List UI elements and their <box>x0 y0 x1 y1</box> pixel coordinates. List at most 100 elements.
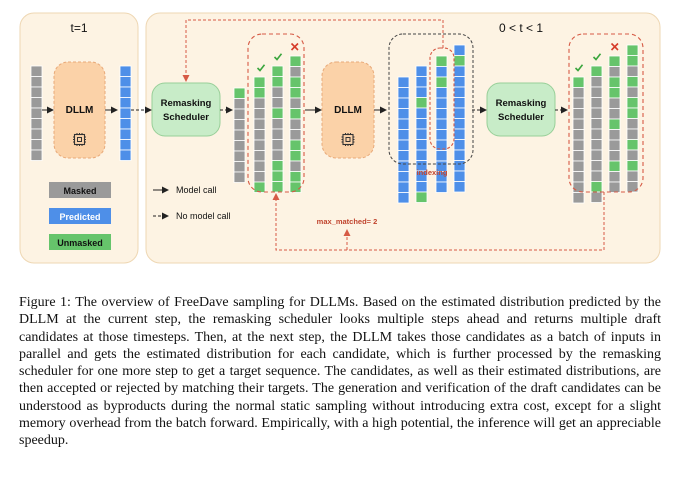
token-masked <box>30 65 43 77</box>
token-masked <box>590 76 603 88</box>
token-unmasked <box>271 160 284 172</box>
token-masked <box>271 139 284 151</box>
token-masked <box>572 150 585 162</box>
legend-label-unmasked: Unmasked <box>57 238 103 248</box>
token-masked <box>608 97 621 109</box>
legend-swatch-masked <box>49 182 111 198</box>
token-unmasked <box>271 76 284 88</box>
token-masked <box>590 107 603 119</box>
token-unmasked <box>626 107 639 119</box>
token-unmasked <box>289 55 302 67</box>
token-predicted <box>119 118 132 130</box>
legend: Masked Predicted Unmasked Model call No … <box>49 182 231 250</box>
panel-t1-label: t=1 <box>70 21 87 35</box>
token-masked <box>233 119 246 131</box>
token-masked <box>608 129 621 141</box>
token-predicted <box>453 181 466 193</box>
token-unmasked <box>289 139 302 151</box>
legend-label-predicted: Predicted <box>59 212 100 222</box>
token-unmasked <box>271 107 284 119</box>
token-predicted <box>453 107 466 119</box>
token-masked <box>289 160 302 172</box>
token-column <box>435 55 448 193</box>
token-unmasked <box>626 44 639 56</box>
token-column <box>397 76 410 204</box>
token-columns <box>30 44 639 204</box>
token-unmasked <box>435 55 448 67</box>
scheduler-label-line2: Scheduler <box>163 112 209 123</box>
token-masked <box>271 128 284 140</box>
token-predicted <box>415 128 428 140</box>
token-masked <box>289 118 302 130</box>
token-predicted <box>435 181 448 193</box>
token-predicted <box>397 139 410 151</box>
token-masked <box>626 86 639 98</box>
token-predicted <box>415 118 428 130</box>
arrow-top-feedback <box>182 19 444 82</box>
caption-prefix: Figure 1: <box>19 295 71 310</box>
token-masked <box>30 76 43 88</box>
legend-label-no-model-call: No model call <box>176 211 231 221</box>
token-unmasked <box>289 171 302 183</box>
token-predicted <box>119 139 132 151</box>
token-masked <box>233 108 246 120</box>
token-unmasked <box>626 160 639 172</box>
remasking-scheduler-1: Remasking Scheduler <box>151 82 221 137</box>
token-masked <box>626 65 639 77</box>
token-masked <box>30 107 43 119</box>
token-masked <box>572 97 585 109</box>
check-icon <box>574 64 584 72</box>
token-column <box>289 55 302 193</box>
token-column <box>572 76 585 204</box>
token-masked <box>30 97 43 109</box>
token-predicted <box>397 181 410 193</box>
max-matched-label: max_matched= 2 <box>317 217 378 226</box>
token-masked <box>608 139 621 151</box>
token-masked <box>626 118 639 130</box>
token-column <box>119 65 132 161</box>
token-predicted <box>397 76 410 88</box>
token-masked <box>590 139 603 151</box>
token-unmasked <box>626 76 639 88</box>
token-masked <box>572 160 585 172</box>
token-predicted <box>397 97 410 109</box>
token-masked <box>590 191 603 203</box>
token-unmasked <box>572 76 585 88</box>
dllm-block-2: DLLM <box>321 61 375 159</box>
token-masked <box>253 150 266 162</box>
token-predicted <box>415 149 428 161</box>
token-predicted <box>119 65 132 77</box>
token-predicted <box>435 66 448 78</box>
token-predicted <box>415 139 428 151</box>
token-masked <box>271 86 284 98</box>
token-unmasked <box>435 76 448 88</box>
token-column <box>626 44 639 193</box>
token-unmasked <box>590 65 603 77</box>
token-masked <box>233 129 246 141</box>
token-column <box>30 65 43 161</box>
token-masked <box>608 108 621 120</box>
token-predicted <box>119 86 132 98</box>
scheduler-label-line1: Remasking <box>161 98 212 109</box>
token-predicted <box>415 86 428 98</box>
token-masked <box>572 171 585 183</box>
target-group <box>568 33 644 193</box>
token-unmasked <box>590 181 603 193</box>
token-masked <box>626 170 639 182</box>
token-column <box>253 76 266 193</box>
token-unmasked <box>415 191 428 203</box>
token-predicted <box>415 76 428 88</box>
batch-group <box>388 33 474 165</box>
token-masked <box>289 66 302 78</box>
token-predicted <box>119 76 132 88</box>
indexing-label: indexing <box>417 168 448 177</box>
token-masked <box>289 97 302 109</box>
token-masked <box>626 181 639 193</box>
legend-swatch-predicted <box>49 208 111 224</box>
token-predicted <box>435 150 448 162</box>
token-unmasked <box>608 118 621 130</box>
token-predicted <box>435 108 448 120</box>
token-unmasked <box>608 87 621 99</box>
token-predicted <box>435 118 448 130</box>
token-masked <box>271 118 284 130</box>
